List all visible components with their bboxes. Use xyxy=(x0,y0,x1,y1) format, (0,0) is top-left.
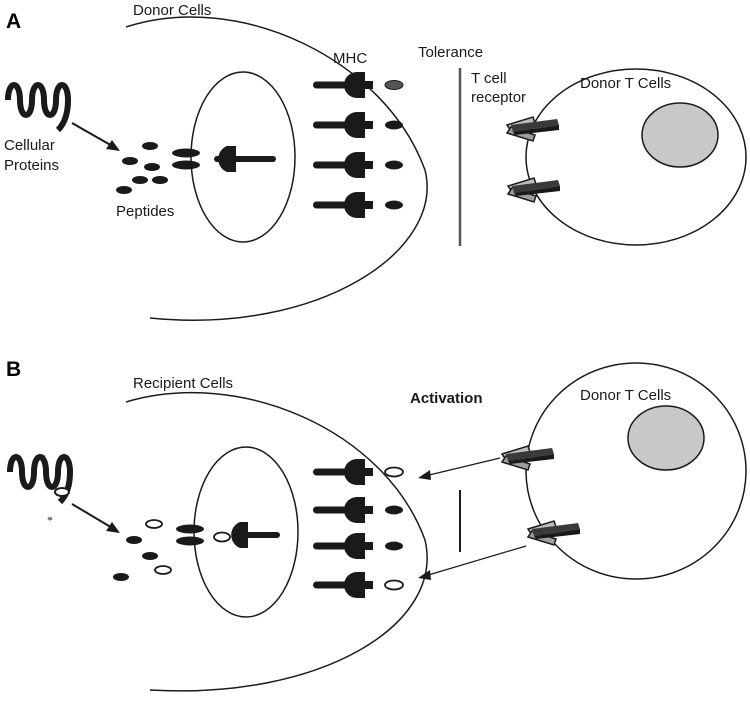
panel-b: B Recipient Cells * * xyxy=(6,358,747,692)
cellular-proteins-label-1: Cellular xyxy=(4,137,55,154)
modification-star-icon-2: * xyxy=(47,513,53,527)
donor-cell-membrane xyxy=(125,16,428,321)
panel-a: A Donor Cells Cellular Proteins Peptides xyxy=(4,2,747,321)
donor-cells-label: Donor Cells xyxy=(133,2,211,19)
processing-arrowhead-b xyxy=(106,522,120,533)
modification-ring-icon xyxy=(54,487,70,497)
donor-t-cell-b-nucleus xyxy=(627,405,705,471)
tolerance-label: Tolerance xyxy=(418,44,483,61)
donor-t-cells-label-a: Donor T Cells xyxy=(580,75,671,92)
donor-t-cell-a xyxy=(525,68,747,246)
panel-a-letter: A xyxy=(6,10,21,33)
cellular-protein-icon xyxy=(5,82,72,133)
modified-protein-icon xyxy=(7,454,74,505)
activation-arrow-1 xyxy=(424,457,501,477)
peptides-a xyxy=(116,142,168,194)
cellular-proteins-label-2: Proteins xyxy=(4,157,59,174)
activation-arrow-2 xyxy=(424,545,527,577)
processing-arrow-b xyxy=(71,503,115,530)
donor-t-cell-a-nucleus xyxy=(641,102,719,168)
processing-arrowhead xyxy=(106,140,120,151)
peptides-b xyxy=(113,519,172,581)
tcr-label-2: receptor xyxy=(471,89,526,106)
modification-star-icon-1: * xyxy=(40,451,46,465)
recipient-cells-label: Recipient Cells xyxy=(133,375,233,392)
donor-t-cells-label-b: Donor T Cells xyxy=(580,387,671,404)
tcr-label-1: T cell xyxy=(471,70,507,87)
mhc-loading-complex-b xyxy=(176,522,280,548)
activation-label: Activation xyxy=(410,390,483,407)
panel-b-letter: B xyxy=(6,358,21,381)
mhc-label: MHC xyxy=(333,50,367,67)
surface-mhc-b xyxy=(313,459,404,598)
surface-mhc-a xyxy=(313,72,404,218)
mhc-loading-complex-a xyxy=(172,146,276,172)
recipient-cell-membrane xyxy=(125,391,428,692)
activation-arrowhead-2 xyxy=(418,570,431,580)
activation-arrowhead-1 xyxy=(418,470,431,480)
processing-arrow xyxy=(71,122,115,148)
peptides-label: Peptides xyxy=(116,203,174,220)
